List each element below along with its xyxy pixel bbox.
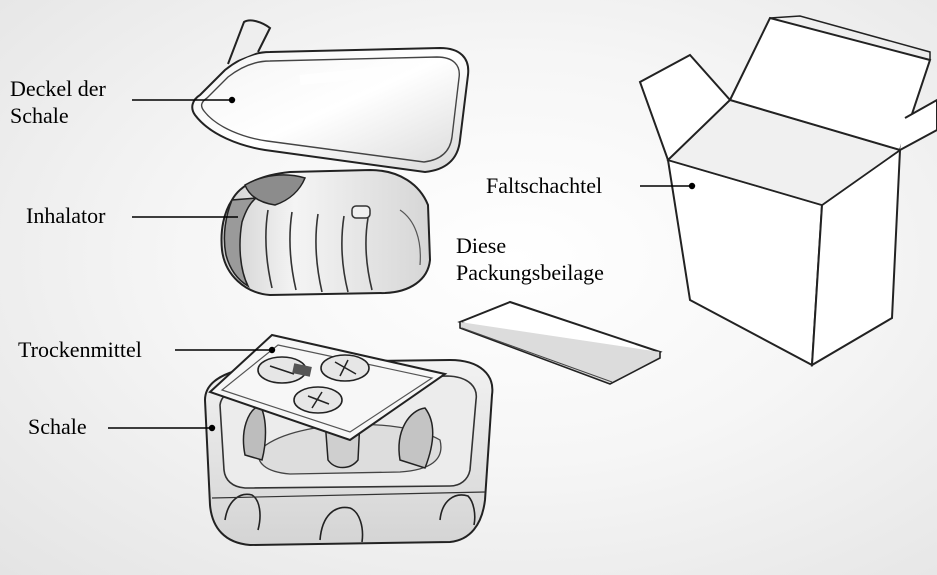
label-box: Faltschachtel — [486, 172, 602, 199]
label-lid-line1: Deckel der — [10, 75, 106, 102]
leader-tray-dot — [210, 426, 215, 431]
label-leaflet-line1: Diese — [456, 232, 604, 259]
tray-lid — [192, 20, 468, 172]
leader-lid-dot — [230, 98, 235, 103]
leaflet — [460, 302, 660, 384]
leader-box-dot — [690, 184, 695, 189]
label-tray: Schale — [28, 413, 87, 440]
folding-box — [640, 16, 937, 365]
label-lid-line2: Schale — [10, 102, 106, 129]
inhaler — [221, 170, 430, 295]
label-leaflet-line2: Packungsbeilage — [456, 259, 604, 286]
leader-desiccant-dot — [270, 348, 275, 353]
label-inhaler: Inhalator — [26, 202, 105, 229]
label-leaflet: Diese Packungsbeilage — [456, 232, 604, 286]
label-lid: Deckel der Schale — [10, 75, 106, 129]
label-desiccant: Trockenmittel — [18, 336, 142, 363]
